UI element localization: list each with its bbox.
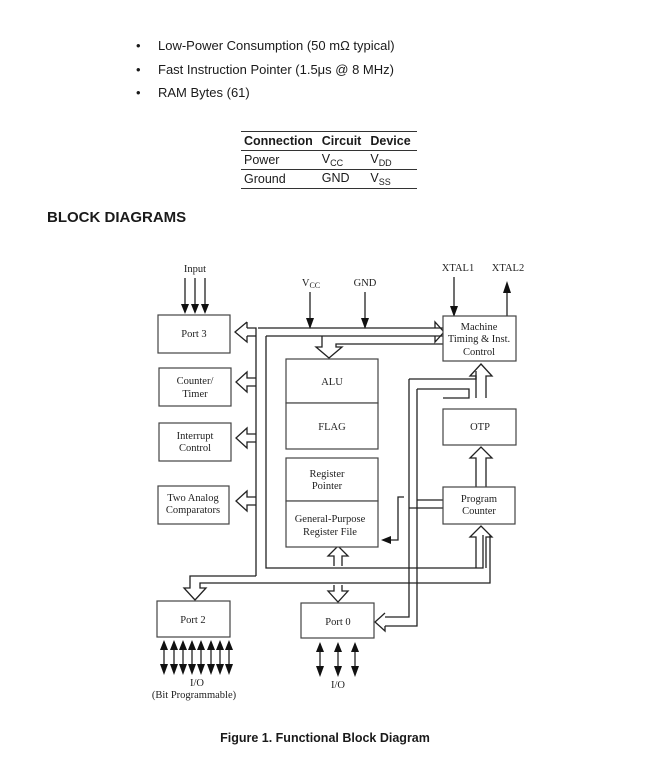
comparators-arrow (235, 489, 256, 513)
header-device: Device (367, 131, 417, 151)
alu-label: ALU (321, 377, 343, 388)
vcc-arrow-icon (306, 318, 314, 329)
block-machine-timing (442, 315, 517, 362)
block-program-counter (442, 486, 516, 525)
section-title: BLOCK DIAGRAMS (47, 209, 187, 226)
port2-io-note: (Bit Programmable) (152, 690, 237, 701)
feature-text: RAM Bytes (61) (158, 85, 250, 100)
bus-left-outer (247, 327, 257, 576)
connection-table: Connection Circuit Device Power VCC VDD … (241, 131, 417, 189)
bus-right-outer (385, 379, 410, 618)
cell-circuit: GND (321, 171, 350, 185)
counter-timer-arrow (235, 370, 256, 394)
block-port3 (157, 314, 231, 354)
interrupt-label-1: Interrupt (177, 431, 214, 442)
cell-connection: Power (241, 150, 319, 170)
xtal1-label: XTAL1 (442, 263, 474, 274)
register-pointer-label-1: Register (310, 469, 345, 480)
feature-text: Fast Instruction Pointer (1.5μs @ 8 MHz) (158, 61, 394, 77)
feature-item: • Fast Instruction Pointer (1.5μs @ 8 MHz… (136, 58, 395, 82)
register-feedback-arrow-icon (381, 536, 391, 544)
xtal1-arrow-icon (450, 306, 458, 317)
port2-io-label: I/O (190, 678, 204, 689)
vcc-label: VCC (302, 278, 320, 290)
block-flag (285, 402, 379, 450)
comparators-label-1: Two Analog (167, 493, 219, 504)
block-counter-timer (158, 367, 232, 407)
gnd-arrow-icon (361, 318, 369, 329)
comparators-label-2: Comparators (166, 505, 220, 516)
machine-timing-label-3: Control (463, 347, 495, 358)
cell-device: VSS (370, 171, 391, 187)
port3-label: Port 3 (181, 329, 206, 340)
header-circuit: Circuit (318, 131, 368, 151)
input-label: Input (184, 264, 206, 275)
register-file-label-2: Register File (303, 527, 357, 538)
bullet-icon: • (136, 38, 141, 53)
program-counter-label-1: Program (461, 494, 497, 505)
cell-device: VDD (367, 150, 417, 170)
xtal2-label: XTAL2 (492, 263, 524, 274)
bus-inner-loop (265, 336, 484, 569)
bus-right-inner (385, 389, 418, 627)
block-analog-comparators (157, 485, 230, 525)
bullet-icon: • (136, 61, 141, 77)
bus-bottom (182, 535, 491, 601)
register-feedback-line (388, 496, 404, 541)
header-connection: Connection (241, 131, 319, 151)
table-header-row: Connection Circuit Device (241, 131, 417, 151)
block-port0 (300, 602, 375, 639)
port0-label: Port 0 (325, 617, 350, 628)
port2-label: Port 2 (180, 615, 205, 626)
feature-text: Low-Power Consumption (50 mΩ typical) (158, 38, 395, 53)
counter-timer-label-2: Timer (182, 389, 208, 400)
otp-label: OTP (470, 422, 490, 433)
xtal2-arrow-icon (503, 281, 511, 293)
bullet-icon: • (136, 85, 141, 100)
register-pointer-label-2: Pointer (312, 481, 343, 492)
interrupt-arrow (235, 426, 256, 450)
cell-circuit: VCC (318, 150, 368, 170)
figure-caption: Figure 1. Functional Block Diagram (220, 731, 430, 745)
table-row: Ground GND VSS (241, 170, 417, 189)
machine-timing-label-1: Machine (461, 322, 498, 333)
program-counter-label-2: Counter (462, 506, 496, 517)
feature-item: • RAM Bytes (61) (136, 81, 395, 105)
gnd-label: GND (354, 278, 377, 289)
flag-label: FLAG (318, 422, 346, 433)
machine-timing-label-2: Timing & Inst. (448, 334, 510, 345)
block-register-file (285, 500, 379, 548)
port0-io-label: I/O (331, 680, 345, 691)
feature-list: • Low-Power Consumption (50 mΩ typical) •… (136, 34, 395, 105)
block-interrupt-control (158, 422, 232, 462)
table-row: Power VCC VDD (241, 150, 417, 170)
interrupt-label-2: Control (179, 443, 211, 454)
feature-item: • Low-Power Consumption (50 mΩ typical) (136, 34, 395, 58)
cell-connection: Ground (244, 172, 286, 186)
block-port2 (156, 600, 231, 638)
register-file-label-1: General-Purpose (295, 514, 366, 525)
counter-timer-label-1: Counter/ (177, 376, 214, 387)
block-otp (442, 408, 517, 446)
